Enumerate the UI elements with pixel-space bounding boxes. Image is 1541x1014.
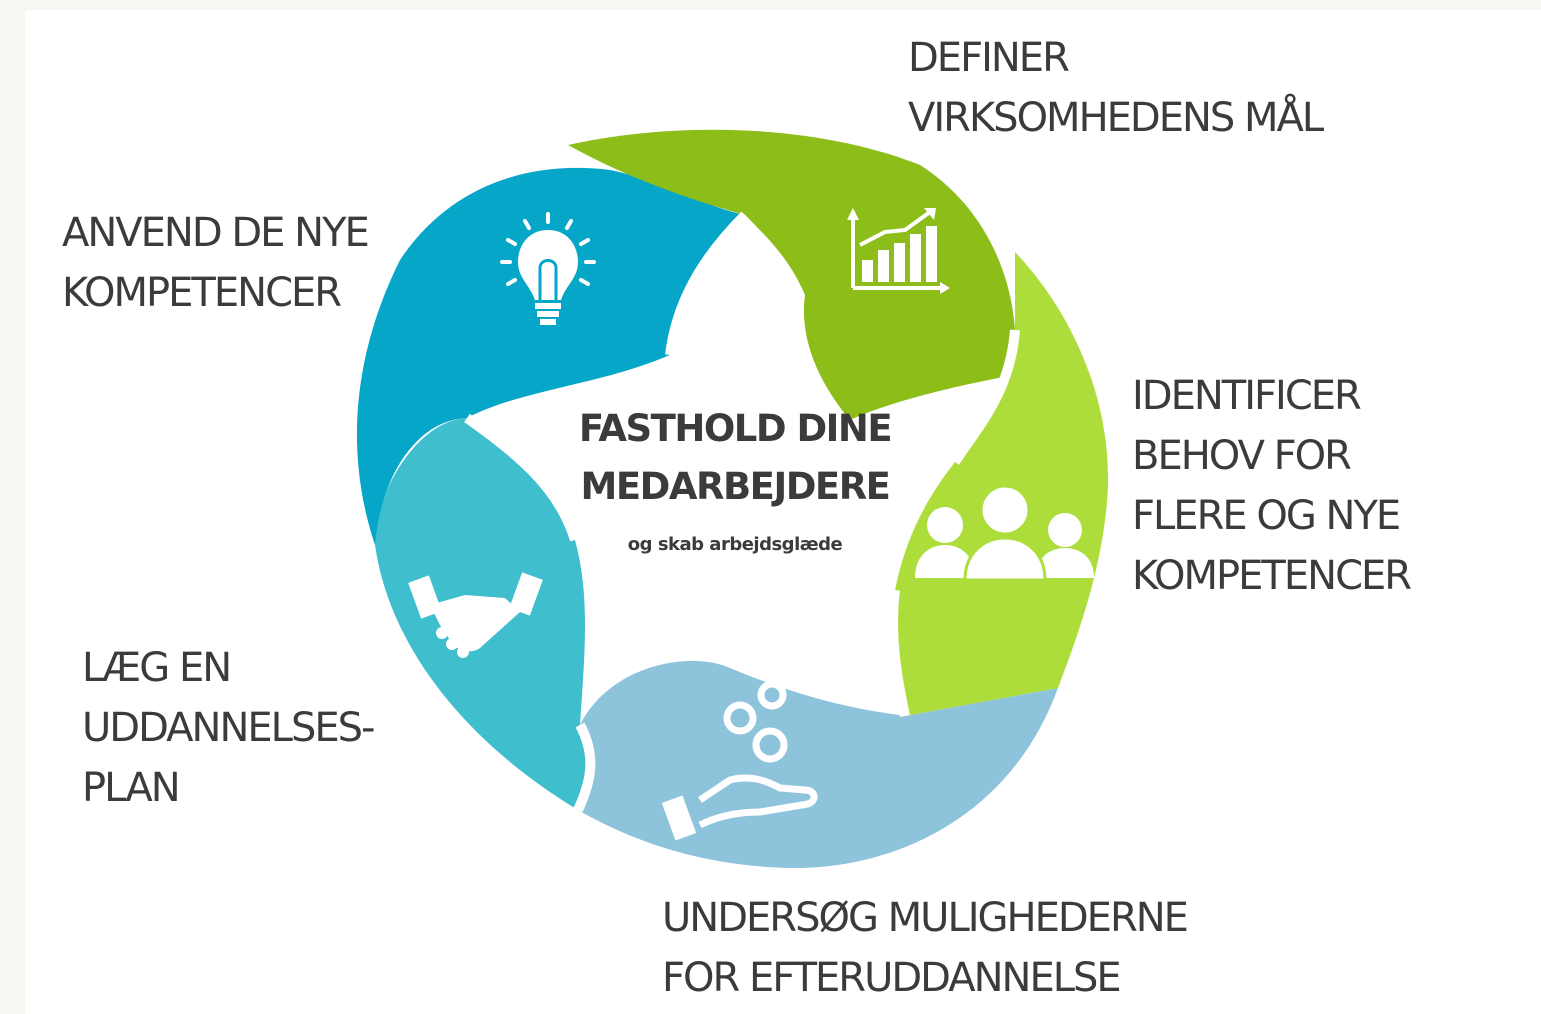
step-label-anvend: ANVEND DE NYE KOMPETENCER — [62, 210, 370, 316]
people-group-icon — [915, 484, 1094, 582]
step-label-laeg: LÆG EN UDDANNELSES- PLAN — [82, 645, 375, 811]
center-subtitle: og skab arbejdsglæde — [627, 534, 843, 555]
segment-definer — [568, 129, 1015, 421]
center-title: FASTHOLD DINE MEDARBEJDERE — [578, 407, 893, 508]
bar-chart-growth-icon — [847, 208, 950, 294]
segment-anvend — [356, 167, 745, 545]
segment-identificer — [893, 252, 1109, 716]
step-label-identificer: IDENTIFICER BEHOV FOR FLERE OG NYE KOMPE… — [1132, 373, 1412, 599]
step-label-definer: DEFINER VIRKSOMHEDENS MÅL — [908, 35, 1324, 141]
gears-in-hand-icon — [661, 680, 818, 841]
step-label-undersoeg: UNDERSØG MULIGHEDERNE FOR EFTERUDDANNELS… — [662, 895, 1189, 1001]
segment-undersoeg — [578, 660, 1058, 869]
lightbulb-icon — [500, 212, 596, 325]
handshake-icon — [408, 572, 543, 658]
